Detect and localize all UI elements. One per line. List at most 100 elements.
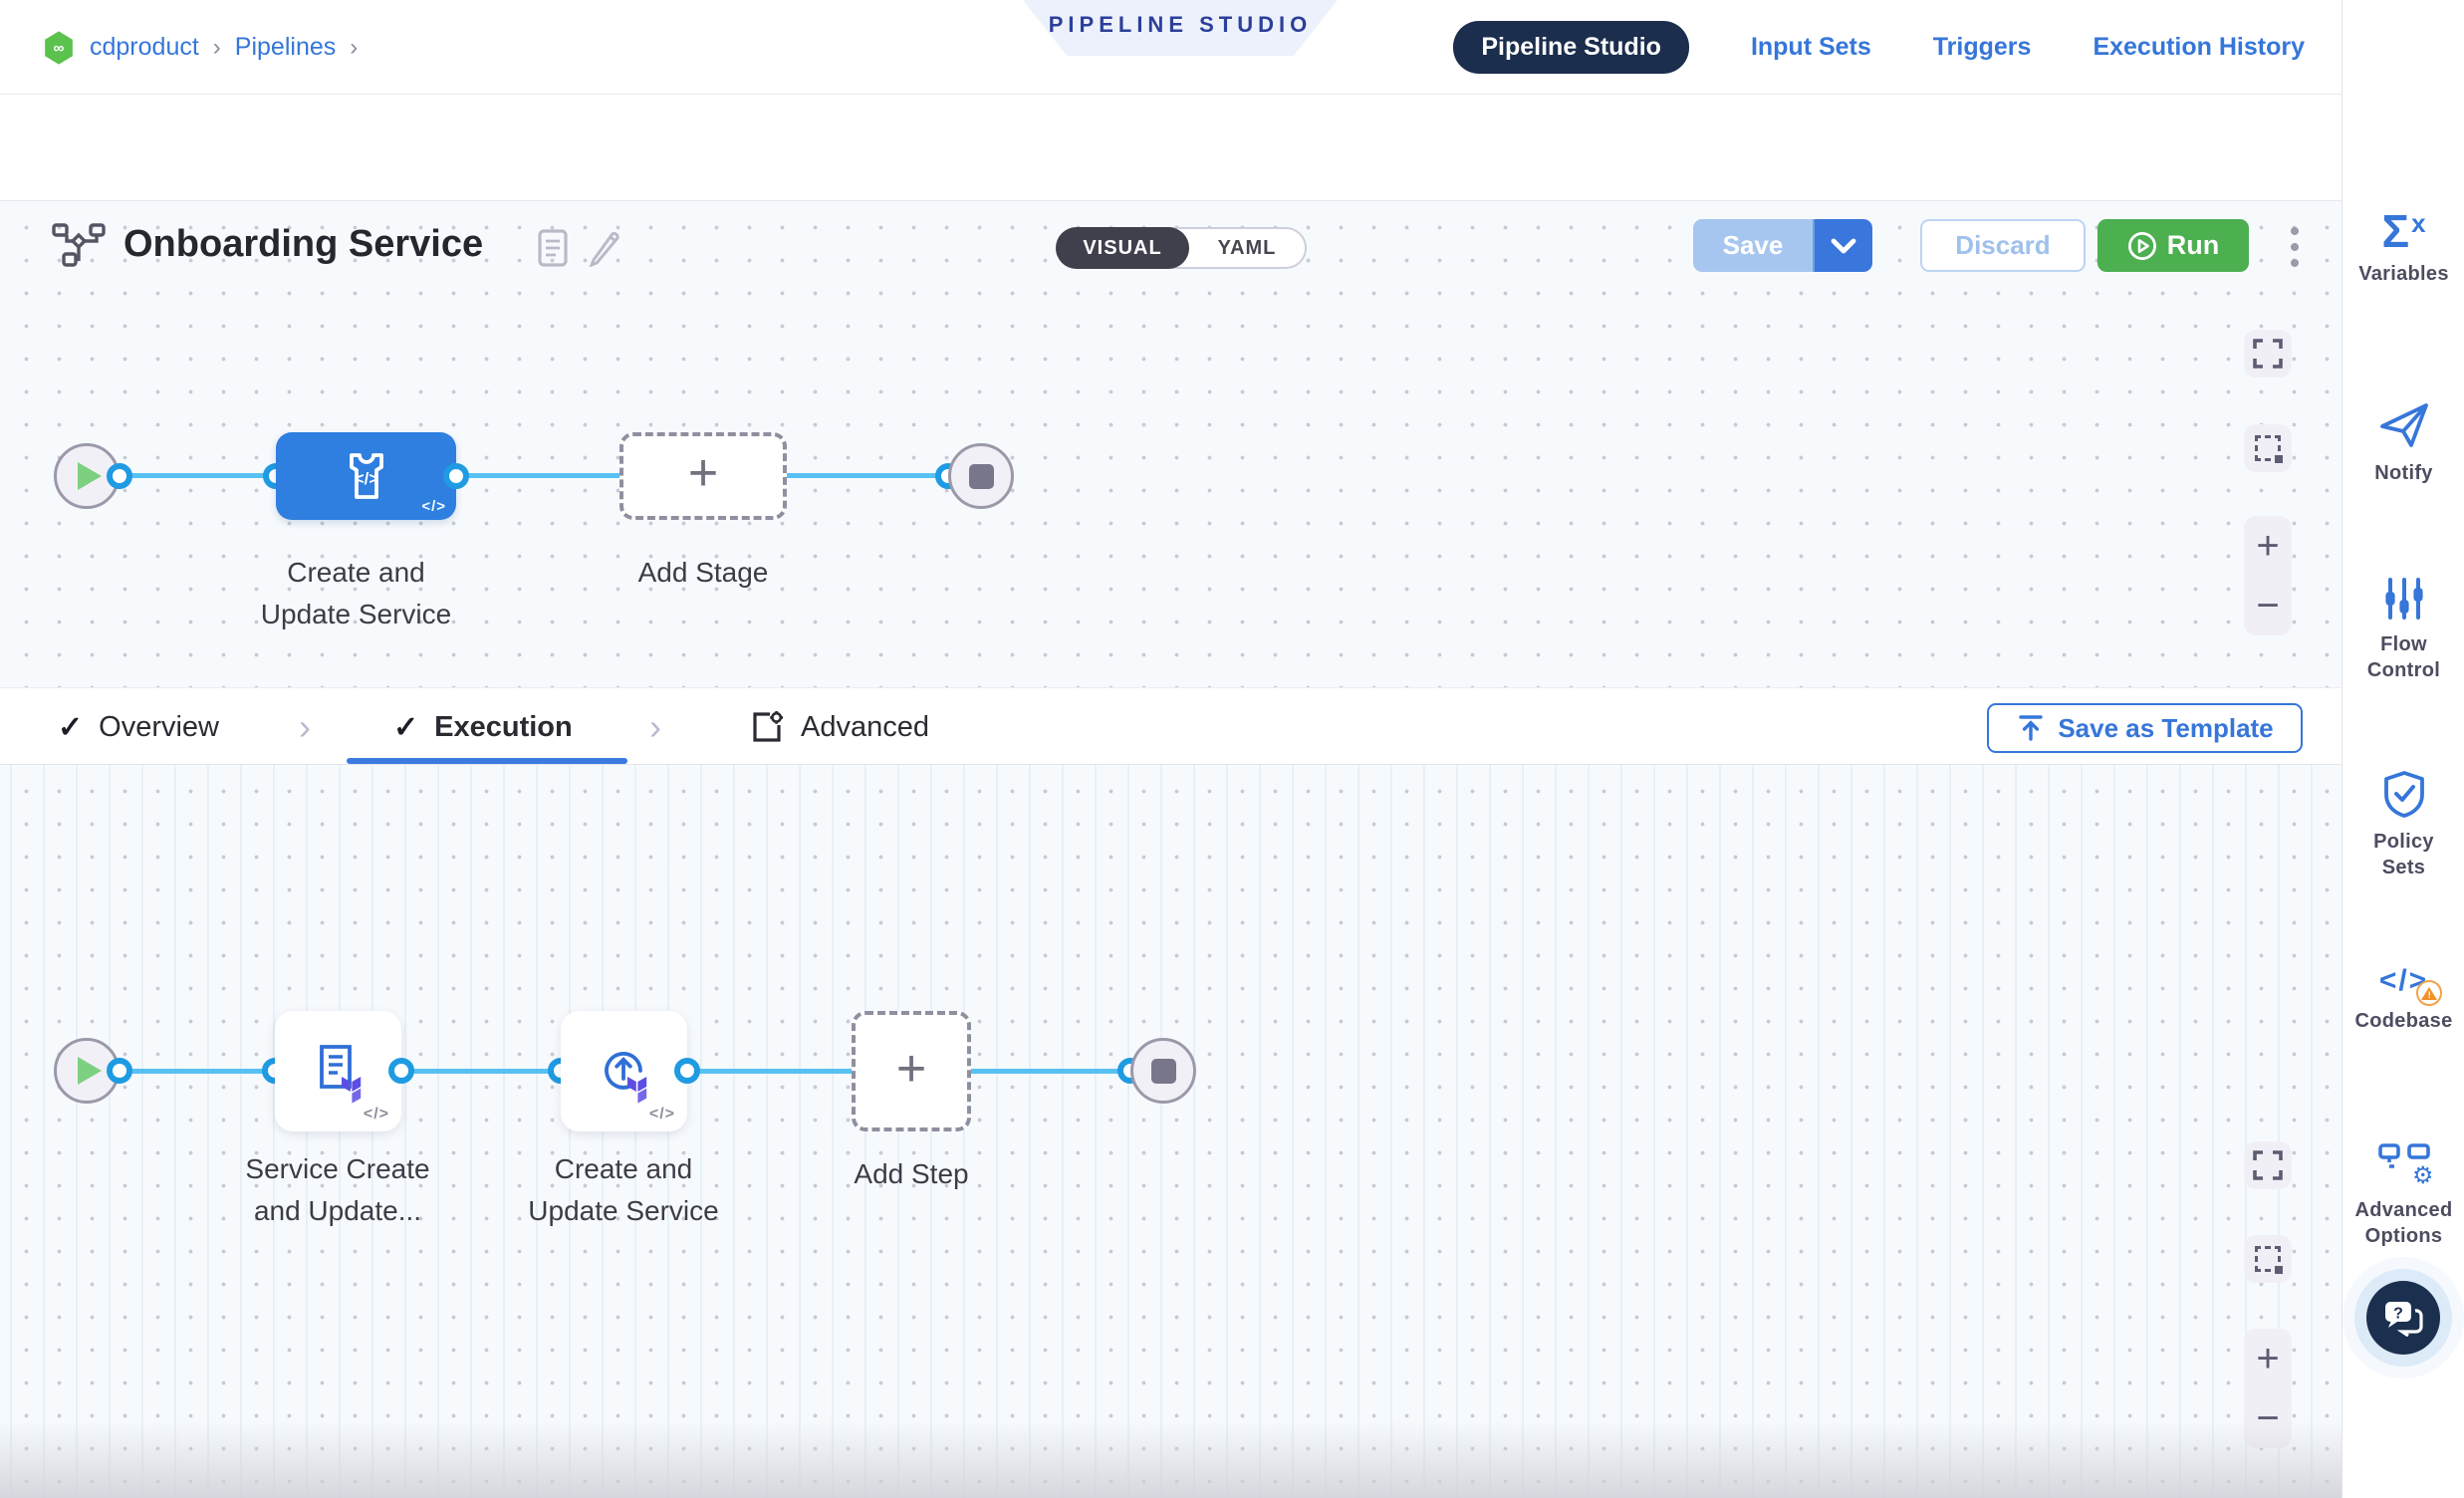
step2-out-port[interactable] xyxy=(674,1058,700,1084)
tab-separator-chevron: › xyxy=(299,706,311,747)
breadcrumb-separator: › xyxy=(212,33,221,61)
help-chat-button[interactable]: ? xyxy=(2366,1281,2440,1355)
check-icon: ✓ xyxy=(58,710,84,744)
fullscreen-icon xyxy=(2253,1150,2283,1180)
run-button[interactable]: Run xyxy=(2097,219,2249,272)
end-stop-icon xyxy=(968,463,994,489)
check-icon: ✓ xyxy=(393,710,419,744)
sidebar-item-codebase[interactable]: </> ! Codebase xyxy=(2342,964,2464,1034)
code-warning-icon: </> ! xyxy=(2379,964,2443,1006)
svg-text:?: ? xyxy=(2393,1306,2403,1323)
sidebar-item-label: Notify xyxy=(2374,462,2433,484)
top-bar: ∞ cdproduct › Pipelines › PIPELINE STUDI… xyxy=(0,0,2464,95)
plus-icon: + xyxy=(687,444,719,502)
step-code-glyph: </> xyxy=(363,1106,389,1123)
sidebar-item-notify[interactable]: Notify xyxy=(2342,400,2464,486)
marquee-select-icon xyxy=(2255,1246,2283,1274)
tab-overview[interactable]: ✓ Overview xyxy=(58,688,219,766)
svg-text:⚙: ⚙ xyxy=(2412,1162,2431,1187)
step1-out-port[interactable] xyxy=(388,1058,414,1084)
visual-toggle-option[interactable]: VISUAL xyxy=(1056,227,1189,269)
add-stage-label: Add Stage xyxy=(637,557,769,588)
add-step-label: Add Step xyxy=(854,1158,969,1189)
run-play-icon xyxy=(2127,231,2156,260)
breadcrumb: ∞ cdproduct › Pipelines › xyxy=(42,0,358,95)
save-as-template-button[interactable]: Save as Template xyxy=(1987,703,2303,753)
paper-plane-icon xyxy=(2379,403,2428,447)
chevron-down-icon xyxy=(1831,238,1856,253)
stage-flow-line xyxy=(90,473,978,478)
advanced-settings-icon xyxy=(753,711,783,742)
sidebar-item-label: Flow Control xyxy=(2366,633,2441,681)
start-play-icon xyxy=(78,1057,102,1085)
chat-question-icon: ? xyxy=(2385,1302,2423,1337)
more-options-kebab[interactable] xyxy=(2275,220,2315,273)
zoom-in-button[interactable]: + xyxy=(2256,524,2280,568)
breadcrumb-project-link[interactable]: cdproduct xyxy=(90,33,199,61)
save-button[interactable]: Save xyxy=(1693,219,1813,272)
breadcrumb-separator: › xyxy=(350,33,359,61)
tab-advanced-label: Advanced xyxy=(801,710,929,743)
step-node-service-create-update[interactable]: </> xyxy=(275,1011,401,1131)
tab-overview-label: Overview xyxy=(99,710,219,743)
breadcrumb-pipelines-link[interactable]: Pipelines xyxy=(234,33,337,61)
start-out-port[interactable] xyxy=(107,463,132,489)
sidebar-item-advanced-options[interactable]: ⚙ Advanced Options xyxy=(2342,1141,2464,1249)
header-nav: Pipeline Studio Input Sets Triggers Exec… xyxy=(1453,0,2305,95)
tab-execution[interactable]: ✓ Execution xyxy=(393,688,573,766)
description-icon[interactable] xyxy=(538,229,568,267)
deploy-stage-icon: </> xyxy=(349,453,383,499)
stage-canvas-select-button[interactable] xyxy=(2244,424,2292,472)
sidebar-item-flow-control[interactable]: Flow Control xyxy=(2342,576,2464,683)
step-canvas-zoom-control: + − xyxy=(2244,1329,2292,1448)
marquee-select-icon xyxy=(2255,435,2283,463)
pipeline-end-node[interactable] xyxy=(948,443,1014,509)
add-stage-button[interactable]: + xyxy=(619,432,787,520)
yaml-toggle-option[interactable]: YAML xyxy=(1217,236,1277,259)
start-out-port[interactable] xyxy=(107,1058,132,1084)
stage-canvas[interactable]: </> </> Create and Update Service + Add … xyxy=(0,201,2341,687)
step-canvas-select-button[interactable] xyxy=(2244,1235,2292,1283)
step-canvas[interactable]: </> Service Create and Update... </> Cre… xyxy=(0,765,2341,1498)
execution-end-node[interactable] xyxy=(1130,1038,1196,1104)
svg-text:∞: ∞ xyxy=(54,39,65,56)
fullscreen-icon xyxy=(2253,339,2283,369)
tab-execution-history[interactable]: Execution History xyxy=(2093,33,2305,61)
discard-button[interactable]: Discard xyxy=(1920,219,2086,272)
stage-config-tabstrip: ✓ Overview › ✓ Execution › Advanced Save… xyxy=(0,687,2341,765)
add-step-button[interactable]: + xyxy=(852,1011,971,1131)
plus-icon: + xyxy=(895,1039,927,1098)
stage-out-port[interactable] xyxy=(443,463,469,489)
tab-advanced[interactable]: Advanced xyxy=(749,688,929,766)
start-play-icon xyxy=(78,462,102,490)
visual-yaml-toggle: VISUAL YAML xyxy=(1056,227,1307,269)
pipeline-icon xyxy=(52,223,106,267)
edit-pencil-icon[interactable] xyxy=(586,227,621,267)
tab-pipeline-studio[interactable]: Pipeline Studio xyxy=(1453,21,1689,74)
sliders-icon xyxy=(2384,578,2423,620)
zoom-out-button[interactable]: − xyxy=(2256,584,2280,627)
stage-node-create-update-service[interactable]: </> </> xyxy=(276,432,456,520)
sidebar-item-label: Policy Sets xyxy=(2373,831,2434,878)
tab-input-sets[interactable]: Input Sets xyxy=(1750,33,1871,61)
pipeline-studio-badge-label: PIPELINE STUDIO xyxy=(1048,12,1313,37)
zoom-out-button[interactable]: − xyxy=(2256,1396,2280,1440)
save-menu-caret[interactable] xyxy=(1813,219,1872,272)
terraform-apply-icon xyxy=(604,1051,646,1104)
step2-label: Create and Update Service xyxy=(528,1153,719,1226)
pipeline-name-title: Onboarding Service xyxy=(123,223,484,265)
step-canvas-fit-button[interactable] xyxy=(2244,1141,2292,1189)
step-node-create-update-service[interactable]: </> xyxy=(561,1011,687,1131)
tab-triggers[interactable]: Triggers xyxy=(1932,33,2032,61)
stage-canvas-fit-button[interactable] xyxy=(2244,330,2292,377)
end-stop-icon xyxy=(1150,1058,1176,1084)
upload-icon xyxy=(2019,715,2044,741)
pipeline-studio-badge: PIPELINE STUDIO xyxy=(1023,0,1338,56)
sidebar-item-policy-sets[interactable]: Policy Sets xyxy=(2342,769,2464,880)
flowchart-gear-icon: ⚙ xyxy=(2377,1143,2431,1187)
canvas-bottom-fade xyxy=(0,1420,2341,1498)
zoom-in-button[interactable]: + xyxy=(2256,1337,2280,1380)
